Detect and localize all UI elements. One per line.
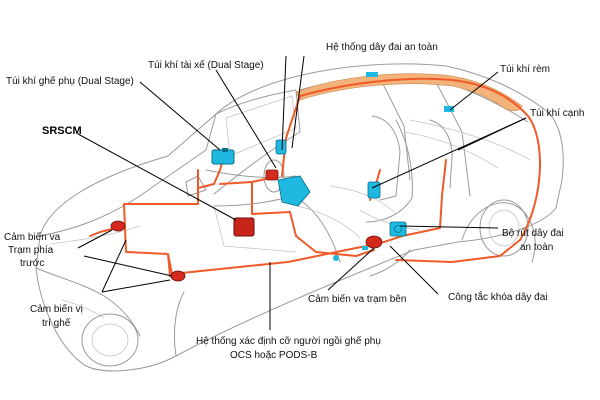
label-seat-position-1: Cảm biến vị: [30, 303, 83, 315]
label-srscm: SRSCM: [42, 125, 82, 137]
label-curtain-airbag: Túi khí rèm: [500, 64, 550, 75]
label-driver-airbag: Túi khí tài xế (Dual Stage): [148, 59, 264, 71]
side-airbag-module: [367, 181, 381, 199]
leader-lines: [77, 55, 527, 330]
rear-pillar-marker: [444, 106, 454, 112]
label-front-sensor-1: Cảm biến va: [4, 231, 61, 243]
srscm-unit: [233, 217, 255, 237]
wire-center: [219, 181, 291, 215]
side-impact-sensor: [365, 235, 383, 249]
label-retractor-1: Bộ rút dây đai: [502, 228, 564, 239]
ocs-sensor: [333, 255, 339, 261]
label-seat-position-2: trí ghế: [42, 317, 71, 329]
label-side-airbag: Túi khí cạnh: [530, 108, 584, 119]
seat-position-sensor: [170, 270, 186, 282]
wire-roof: [299, 77, 541, 263]
passenger-airbag-module: [211, 149, 235, 165]
driver-airbag-module: [265, 169, 279, 181]
label-side-sensor: Cảm biến va trạm bên: [308, 293, 406, 305]
front-impact-sensor: [110, 220, 126, 232]
label-retractor-2: an toàn: [520, 242, 553, 253]
label-ocs-1: Hệ thống xác định cỡ người ngồi ghế phụ: [196, 335, 381, 347]
label-seat-belt-system: Hệ thống dây đai an toàn: [326, 41, 438, 53]
wire-floor: [289, 211, 375, 257]
wire-pillar: [281, 95, 301, 177]
wiring-harness: [89, 77, 541, 281]
label-ocs-2: OCS hoặc PODS-B: [230, 350, 318, 361]
wire-main-loop: [123, 159, 447, 275]
label-passenger-airbag: Túi khí ghế phụ (Dual Stage): [6, 75, 134, 87]
seat-module: [277, 175, 311, 207]
curtain-airbag-marker: [366, 72, 378, 77]
pretensioner-front: [275, 139, 287, 155]
car-outline: [35, 63, 564, 372]
label-front-sensor-3: trước: [20, 258, 44, 269]
components: [110, 106, 454, 282]
label-buckle-switch: Công tắc khóa dây đai: [448, 290, 548, 303]
belt-retractor: [389, 221, 407, 237]
label-front-sensor-2: Trạm phía: [8, 245, 54, 256]
labels: Hệ thống dây đai an toàn Túi khí tài xế …: [4, 41, 584, 361]
